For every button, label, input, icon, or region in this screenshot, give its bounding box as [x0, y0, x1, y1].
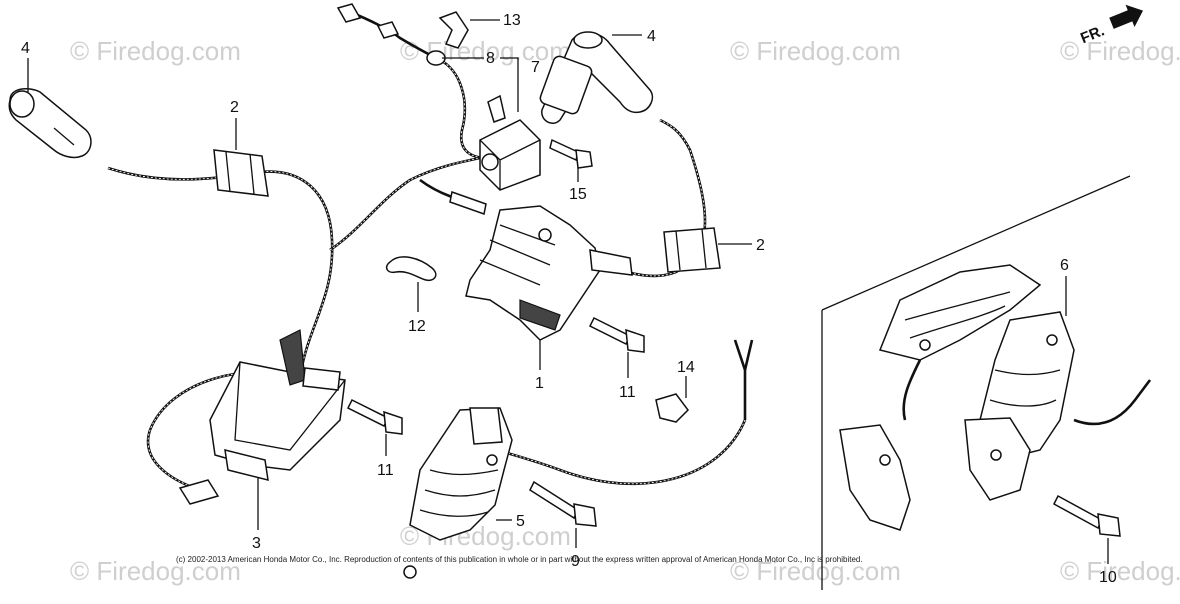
wire-clip-14	[655, 393, 689, 423]
wire-harness	[107, 10, 754, 492]
callout-13: 13	[503, 12, 521, 29]
wire-terminal-top	[336, 3, 400, 39]
bolt-11-mid	[588, 316, 645, 353]
callout-12: 12	[408, 318, 426, 335]
callout-3: 3	[252, 535, 261, 552]
callout-15: 15	[569, 186, 587, 203]
lead-connector	[449, 191, 487, 215]
callout-1: 1	[535, 375, 544, 392]
grommet-left	[213, 149, 269, 197]
charge-coil	[403, 407, 513, 579]
watermark: © Firedog.com	[730, 36, 901, 66]
callout-labels: 4 2 3 13 8 7 4 15 2 12 1 11 14 11 5 9 6 …	[21, 12, 1117, 586]
callout-6: 6	[1060, 257, 1069, 274]
ignition-coil	[465, 205, 633, 341]
condenser-unit	[479, 94, 541, 191]
callout-2-left: 2	[230, 99, 239, 116]
callout-11-left: 11	[377, 462, 394, 479]
grommet-right	[663, 227, 721, 273]
callout-8: 8	[486, 50, 495, 67]
watermark: © Firedog.com	[70, 36, 241, 66]
clip-top	[438, 11, 469, 49]
watermarks: © Firedog.com © Firedog.com © Firedog.co…	[70, 36, 1180, 586]
bolt-9	[529, 480, 597, 527]
callout-14: 14	[677, 359, 695, 376]
watermark: © Firedog.com	[1060, 556, 1180, 586]
callout-4-right: 4	[647, 28, 656, 45]
watermark: © Firedog.com	[1060, 36, 1180, 66]
callout-11-mid: 11	[619, 384, 636, 401]
wire-clip-12	[385, 256, 437, 282]
callout-5: 5	[516, 513, 525, 530]
watermark: © Firedog.com	[730, 556, 901, 586]
bolt-15	[549, 138, 593, 169]
charge-coil-assembly	[839, 264, 1152, 531]
ground-terminal	[178, 479, 220, 505]
ignition-module	[209, 329, 346, 482]
callout-2-right: 2	[756, 237, 765, 254]
spark-plug-cap-right	[539, 31, 654, 124]
spark-plug-cap-left	[8, 87, 92, 159]
callout-9: 9	[571, 553, 580, 570]
callout-10: 10	[1099, 569, 1117, 586]
watermark: © Firedog.com	[70, 556, 241, 586]
front-arrow-icon	[1109, 4, 1144, 29]
bolt-11-left	[346, 398, 403, 435]
inset-frame	[821, 175, 1131, 590]
bolt-10	[1053, 494, 1121, 537]
leader-lines	[27, 19, 1109, 564]
callout-4-left: 4	[21, 40, 30, 57]
callout-7: 7	[531, 59, 540, 76]
copyright-notice: (c) 2002-2013 American Honda Motor Co., …	[176, 555, 863, 564]
